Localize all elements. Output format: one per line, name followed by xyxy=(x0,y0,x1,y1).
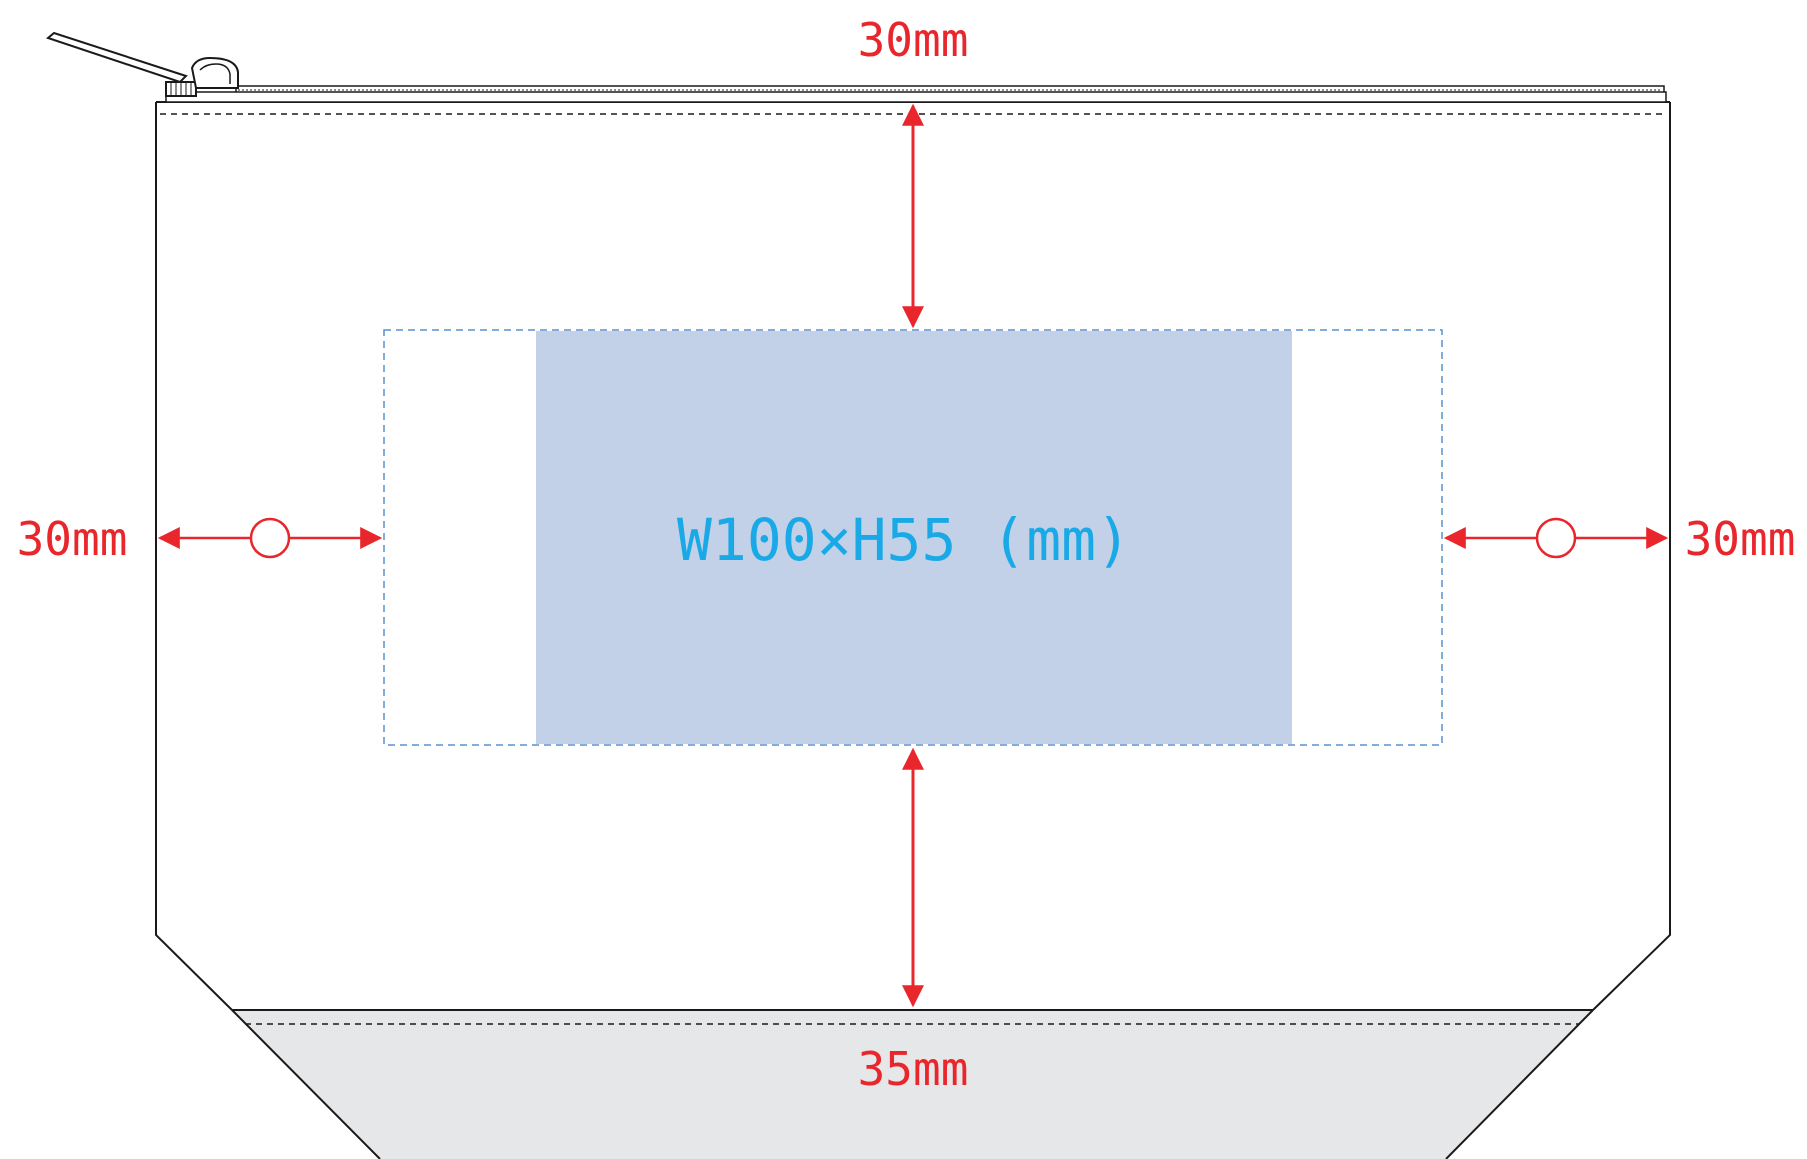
left-dimension: 30mm xyxy=(17,512,383,566)
bottom-margin-label: 35mm xyxy=(858,1042,969,1096)
bottom-gusset xyxy=(231,1009,1594,1159)
printable-boundary xyxy=(383,329,1443,746)
circle-marker-icon xyxy=(1535,517,1577,559)
left-margin-label: 30mm xyxy=(17,512,128,566)
right-dimension: 30mm xyxy=(1443,512,1796,566)
bottom-dimension: 35mm xyxy=(858,747,969,1096)
circle-marker-icon xyxy=(249,517,291,559)
zipper-pull-icon xyxy=(45,31,239,97)
print-area-label: W100×H55 (mm) xyxy=(677,506,1131,574)
right-margin-label: 30mm xyxy=(1685,512,1796,566)
top-dimension: 30mm xyxy=(858,13,969,329)
top-margin-label: 30mm xyxy=(858,13,969,67)
print-area xyxy=(536,331,1292,744)
zipper xyxy=(165,85,1667,103)
